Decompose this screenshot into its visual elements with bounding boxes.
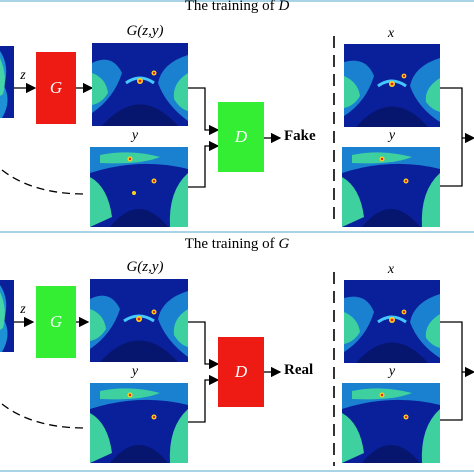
top-separator <box>0 0 474 2</box>
top-z-label: z <box>20 68 26 83</box>
top-real-x-label: x <box>387 26 395 41</box>
middle-separator <box>0 231 474 233</box>
bottom-real-x-label: x <box>387 262 395 277</box>
bottom-real-bracket <box>440 321 463 421</box>
top-gen-to-d-line <box>188 87 220 136</box>
top-generator-block: G <box>36 52 76 124</box>
bottom-real-y-label: y <box>388 364 396 379</box>
bottom-z-label: z <box>20 302 26 317</box>
bottom-condition-label: y <box>131 364 139 379</box>
top-condition-label: y <box>131 128 139 143</box>
bottom-generator-label: G <box>49 312 63 331</box>
bottom-condition-image <box>90 383 188 463</box>
top-real-image <box>344 44 440 127</box>
bottom-output-label: Real <box>284 362 314 378</box>
top-input-image-partial <box>0 46 14 118</box>
top-generated-label: G(z,y) <box>126 23 164 39</box>
bottom-cond-to-d-line <box>188 374 220 423</box>
top-generator-label: G <box>49 78 63 97</box>
bottom-dashed-curve <box>1 403 86 429</box>
top-real-bracket <box>440 87 463 187</box>
top-panel-title: The training of D <box>184 0 290 14</box>
top-real-condition-image <box>342 147 440 227</box>
bottom-discriminator-block: D <box>218 337 264 407</box>
bottom-panel-title: The training of G <box>184 236 290 252</box>
bottom-input-image-partial <box>0 280 14 352</box>
top-generated-image <box>92 43 188 126</box>
bottom-generator-block: G <box>36 286 76 358</box>
bottom-gen-to-d-line <box>188 321 220 370</box>
bottom-generated-label: G(z,y) <box>126 259 164 275</box>
bottom-generated-image <box>90 279 188 362</box>
top-output-label: Fake <box>284 128 316 144</box>
bottom-real-image <box>344 280 440 363</box>
top-condition-image <box>90 147 188 227</box>
bottom-real-condition-image <box>342 383 440 463</box>
top-discriminator-label: D <box>234 127 248 146</box>
top-cond-to-d-line <box>188 140 220 188</box>
top-dashed-curve <box>1 169 86 195</box>
top-real-y-label: y <box>388 128 396 143</box>
bottom-separator <box>0 470 474 472</box>
bottom-discriminator-label: D <box>234 362 248 381</box>
top-discriminator-block: D <box>218 102 264 172</box>
